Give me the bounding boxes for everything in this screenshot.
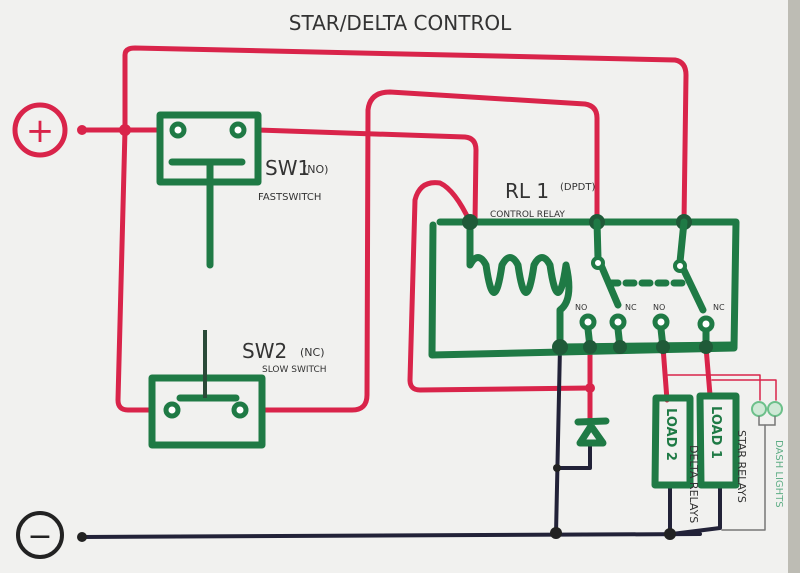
- relay-type: (DPDT): [560, 182, 595, 193]
- contact-label-nc-1: NC: [625, 303, 637, 312]
- diode: [574, 417, 610, 447]
- diagram-title: STAR/DELTA CONTROL: [289, 11, 512, 35]
- load-2: LOAD 2: [651, 394, 694, 489]
- relay-rl1: [428, 214, 740, 359]
- star-relays-note: STAR RELAYS: [735, 430, 748, 503]
- positive-terminal: +: [12, 102, 68, 158]
- positive-wires: [77, 45, 777, 423]
- positive-symbol: +: [26, 111, 55, 151]
- relay-desc: CONTROL RELAY: [490, 210, 565, 220]
- contact-label-no-1: NO: [575, 303, 587, 312]
- delta-relays-note: DELTA RELAYS: [687, 445, 700, 523]
- contact-label-nc-2: NC: [713, 303, 725, 312]
- contact-label-no-2: NO: [653, 303, 665, 312]
- sw2-type: (NC): [300, 346, 325, 359]
- load-1: LOAD 1: [696, 392, 740, 489]
- negative-terminal: −: [16, 511, 64, 559]
- negative-symbol: −: [27, 519, 52, 554]
- relay-label: RL 1: [505, 179, 549, 203]
- load-1-label: LOAD 1: [708, 406, 723, 459]
- sw2-label: SW2: [242, 339, 287, 363]
- switch-sw1: [156, 111, 262, 269]
- sw2-desc: SLOW SWITCH: [262, 365, 327, 375]
- sw1-desc: FASTSWITCH: [258, 192, 321, 203]
- dash-lights: [751, 401, 783, 426]
- sw1-type: (NO): [303, 163, 328, 176]
- sw1-label: SW1: [265, 156, 310, 180]
- load-2-label: LOAD 2: [663, 408, 678, 461]
- switch-sw2: [148, 330, 266, 449]
- dash-lights-note: DASH LIGHTS: [773, 440, 784, 508]
- negative-wires: [77, 345, 766, 542]
